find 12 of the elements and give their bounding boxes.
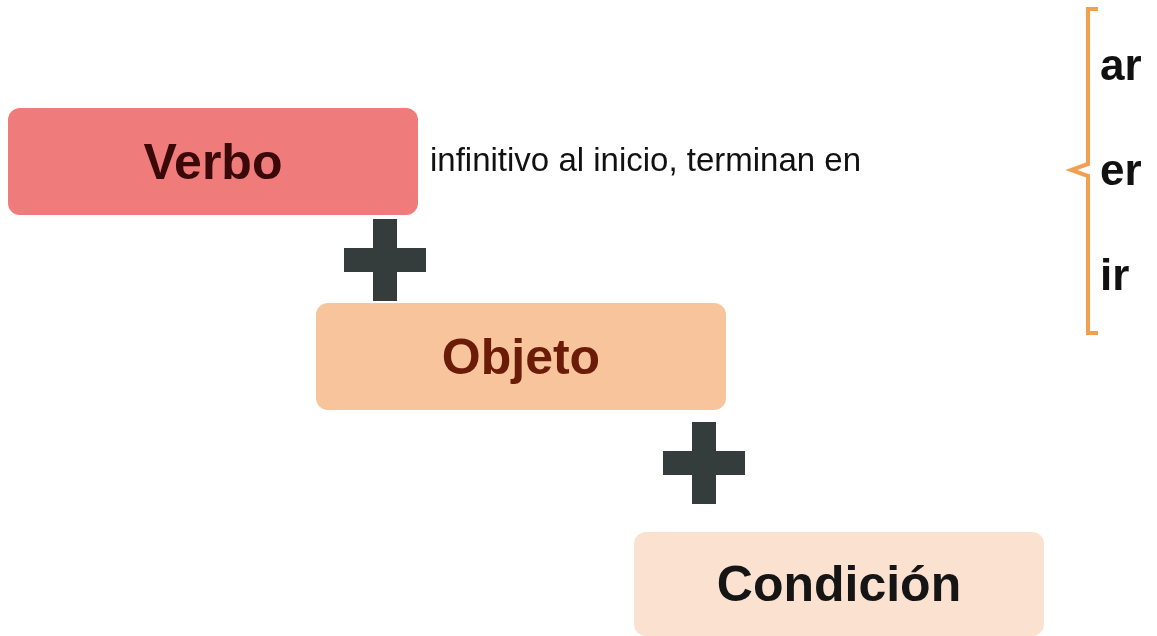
- term-label: Objeto: [441, 327, 601, 386]
- term-box: [316, 303, 726, 410]
- verb-ending: ir: [1100, 250, 1130, 300]
- term-label: Verbo: [143, 132, 283, 191]
- term-box: [634, 532, 1044, 636]
- plus-sign: [663, 422, 745, 504]
- term-label: Condición: [716, 555, 962, 613]
- plus-sign: [344, 219, 426, 301]
- verb-ending: er: [1100, 145, 1142, 195]
- description-text: infinitivo al inicio, terminan en: [430, 141, 862, 179]
- term-box: [8, 108, 418, 215]
- verb-ending: ar: [1100, 40, 1142, 90]
